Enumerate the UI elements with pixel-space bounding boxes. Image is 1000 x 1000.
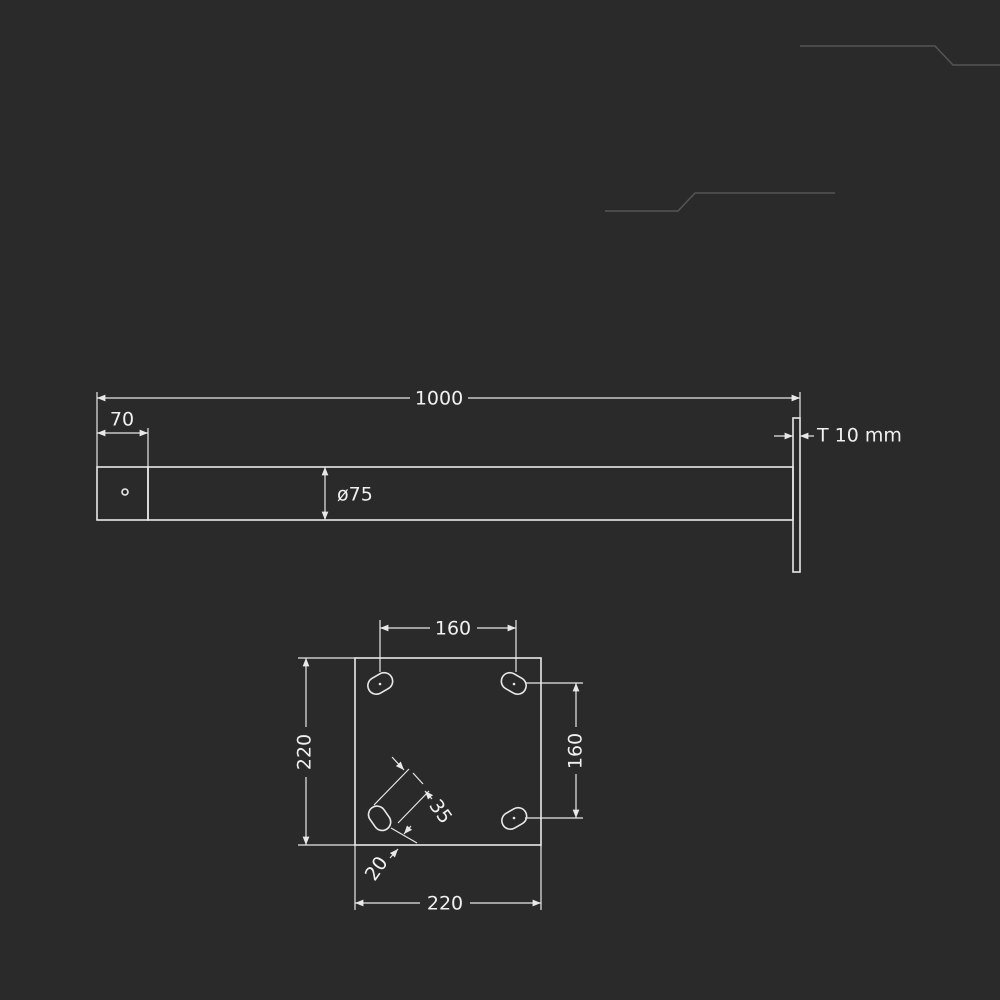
dimension-length: 1000: [96, 388, 801, 467]
base-plate: [354, 657, 542, 846]
base-plate-view: [354, 657, 542, 846]
pole-side-view: [96, 417, 801, 573]
diameter-label: ø75: [337, 484, 373, 506]
end-cap-label: 70: [110, 409, 134, 431]
length-label: 1000: [415, 388, 463, 410]
hole-spacing-horizontal-label: 160: [435, 618, 471, 640]
dimension-diameter: ø75: [321, 467, 373, 520]
decorative-lines: [605, 45, 1000, 212]
dimension-plate-width: 220: [354, 845, 542, 915]
plate-width-label: 220: [427, 893, 463, 915]
dimension-hole-spacing-vertical: 160: [525, 682, 587, 819]
slot-hole: [367, 805, 392, 832]
slot-hole: [367, 671, 394, 695]
dimension-end-cap: 70: [97, 409, 149, 467]
plate-thickness-label: T 10 mm: [816, 425, 902, 447]
plate-height-label: 220: [294, 734, 316, 770]
end-cap-hole: [121, 488, 129, 496]
dimension-plate-height: 220: [294, 657, 355, 846]
slot-hole: [501, 806, 528, 830]
mount-plate: [792, 417, 801, 573]
dimension-plate-thickness: T 10 mm: [774, 425, 902, 447]
dimension-hole-spacing-horizontal: 160: [379, 618, 517, 672]
hole-spacing-vertical-label: 160: [565, 733, 587, 769]
slot-hole: [500, 671, 527, 695]
